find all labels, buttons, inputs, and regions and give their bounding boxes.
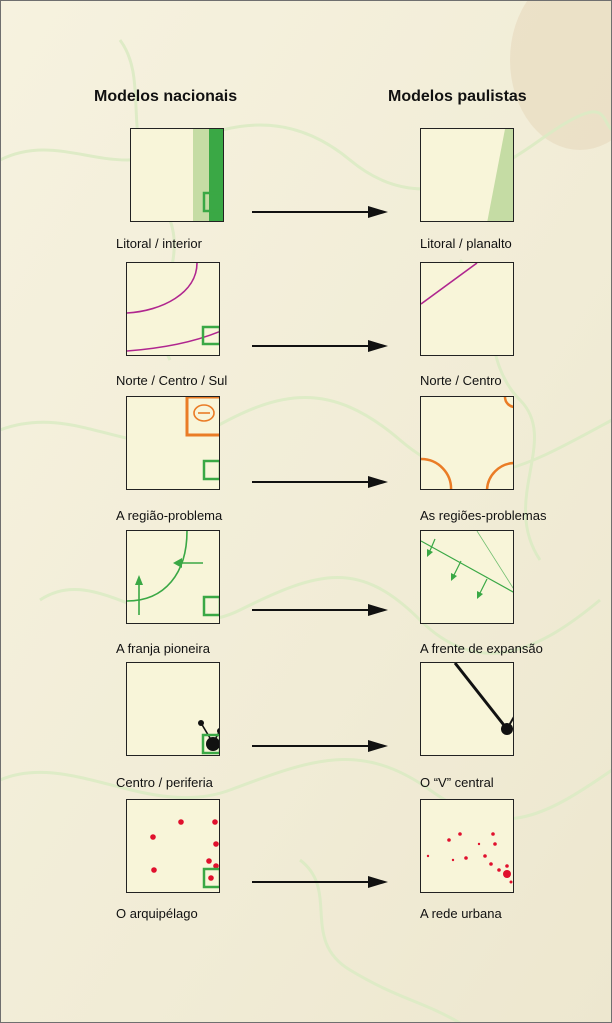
arrow-row-4 — [252, 604, 388, 616]
header-modelos-paulistas: Modelos paulistas — [388, 88, 527, 105]
header-modelos-nacionais: Modelos nacionais — [94, 88, 238, 105]
label-frente-expansao: A frente de expansão — [420, 641, 543, 656]
arrow-row-2 — [252, 340, 388, 352]
label-regiao-problema: A região-problema — [116, 508, 223, 523]
label-litoral-planalto: Litoral / planalto — [420, 236, 512, 251]
arrow-row-5 — [252, 740, 388, 752]
arrow-row-3 — [252, 476, 388, 488]
panel-v-central — [420, 662, 514, 756]
panel-litoral-planalto — [420, 128, 514, 222]
panel-regiao-problema — [126, 396, 220, 490]
arrow-row-6 — [252, 876, 388, 888]
label-norte-centro: Norte / Centro — [420, 373, 502, 388]
label-norte-centro-sul: Norte / Centro / Sul — [116, 373, 228, 388]
panel-norte-centro-sul — [126, 262, 220, 356]
arrow-row-1 — [252, 206, 388, 218]
label-rede-urbana: A rede urbana — [420, 906, 502, 921]
panel-rede-urbana — [420, 799, 514, 893]
label-v-central: O “V” central — [420, 775, 494, 790]
panel-arquipelago — [126, 799, 220, 893]
label-litoral-interior: Litoral / interior — [116, 236, 202, 251]
panel-franja-pioneira — [126, 530, 220, 624]
label-franja-pioneira: A franja pioneira — [116, 641, 210, 656]
label-arquipelago: O arquipélago — [116, 906, 198, 921]
panel-centro-periferia — [126, 662, 220, 756]
panel-litoral-interior — [130, 128, 224, 222]
panel-regioes-problemas — [420, 396, 514, 490]
panel-frente-expansao — [420, 530, 514, 624]
label-regioes-problemas: As regiões-problemas — [420, 508, 547, 523]
label-centro-periferia: Centro / periferia — [116, 775, 213, 790]
panel-norte-centro — [420, 262, 514, 356]
